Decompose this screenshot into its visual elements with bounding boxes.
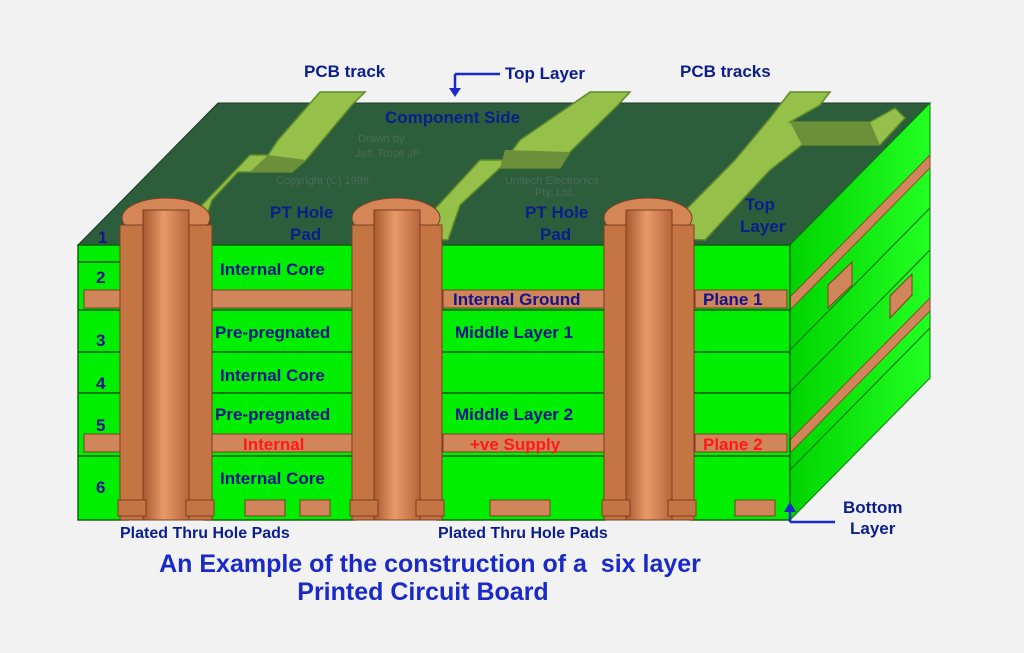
label-middle-layer-2: Middle Layer 2 [455,405,573,424]
watermark-author: Jeff. Rose JP [355,148,420,160]
label-pad-1: Pad [290,225,321,244]
label-pcb-track: PCB track [304,62,386,81]
pcb-track-left [176,91,367,236]
label-pre-pregnated-1: Pre-pregnated [215,323,330,342]
label-plated-pads-2: Plated Thru Hole Pads [438,525,608,542]
watermark-copyright: Copyright (C) 1998 [276,175,369,187]
label-top-layer: Top Layer [505,64,585,83]
label-internal-ground: Internal Ground [453,290,581,309]
front-copper-strips [83,289,788,453]
label-internal-red: Internal [243,435,304,454]
label-pad-2: Pad [540,225,571,244]
layer-number-1: 1 [98,228,107,247]
caption-line-1: An Example of the construction of a six … [159,550,701,578]
label-layer-side: Layer [740,217,786,236]
label-plated-pads-1: Plated Thru Hole Pads [120,525,290,542]
watermark: Drawn by Jeff. Rose JP Copyright (C) 199… [276,133,600,199]
watermark-drawn-by: Drawn by [358,133,405,145]
top-layer-arrow [449,72,500,97]
caption-line-2: Printed Circuit Board [297,578,548,606]
pcb-track-middle [406,91,632,241]
layer-numbers: 1 2 3 4 5 6 [96,228,107,497]
label-bottom: Bottom [843,498,902,517]
plated-through-hole-1 [117,197,215,521]
bottom-pads [244,499,776,517]
right-side-layer-lines [789,207,931,471]
label-internal-core-3: Internal Core [220,469,325,488]
label-top-side: Top [745,195,775,214]
label-plane-2: Plane 2 [703,435,763,454]
layer-number-4: 4 [96,374,106,393]
plated-through-hole-3 [601,197,697,521]
layer-number-5: 5 [96,416,105,435]
label-middle-layer-1: Middle Layer 1 [455,323,573,342]
label-plane-1: Plane 1 [703,290,763,309]
layer-number-3: 3 [96,331,105,350]
layer-number-2: 2 [96,268,105,287]
layer-number-6: 6 [96,478,105,497]
label-component-side: Component Side [385,108,520,127]
bottom-layer-arrow [784,502,835,524]
label-pcb-tracks: PCB tracks [680,62,771,81]
watermark-company: Unitech Electronics [505,175,600,187]
label-pt-hole-2: PT Hole [525,203,588,222]
plated-through-hole-2 [349,197,445,521]
label-bottom-layer: Layer [850,519,896,538]
label-pt-hole-1: PT Hole [270,203,333,222]
label-internal-core-1: Internal Core [220,260,325,279]
label-pre-pregnated-2: Pre-pregnated [215,405,330,424]
label-internal-core-2: Internal Core [220,366,325,385]
watermark-company2: Pty. Ltd. [535,187,575,199]
pcb-track-right [656,91,907,241]
label-ve-supply: +ve Supply [470,435,561,454]
right-side-notches [827,260,913,320]
